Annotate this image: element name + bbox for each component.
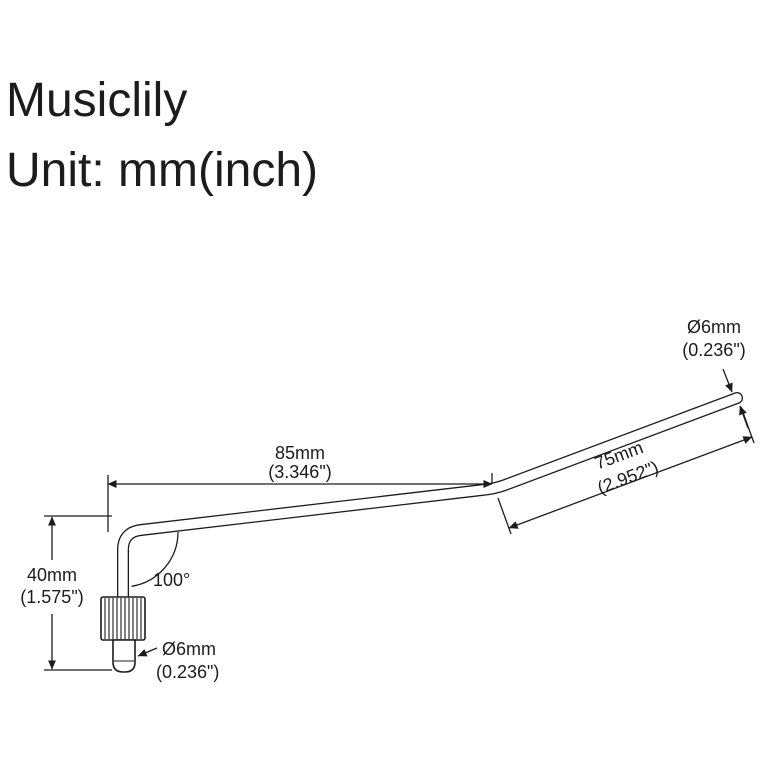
brand-title: Musiclily [6,74,187,127]
angle-arc [131,531,179,587]
extension-line [497,497,512,535]
arm-rod-body [118,393,742,611]
thread-tip [112,639,136,673]
dia-tip-value-inch: (0.236") [682,340,745,360]
dia-thread-value-inch: (0.236") [156,662,219,682]
dim-40-value-mm: 40mm [27,565,77,585]
leader-line [137,647,158,657]
knurled-collar [100,596,146,641]
leader-line [739,405,749,429]
knurl-texture [104,598,142,639]
dim-85-value-inch: (3.346") [268,462,331,482]
leader-line [722,368,733,393]
dim-85-value-mm: 85mm [275,443,325,463]
dim-40-value-inch: (1.575") [20,587,83,607]
angle-annotation: 100° [131,531,190,590]
tremolo-arm-drawing [100,392,743,673]
dia-thread-value-mm: Ø6mm [162,639,216,659]
unit-label: Unit: mm(inch) [6,144,318,197]
dimension-40mm: 40mm (1.575") [20,515,112,671]
dimension-line [508,436,753,529]
dia-tip-value-mm: Ø6mm [687,317,741,337]
dimension-85mm: 85mm (3.346") [107,443,493,532]
diameter-thread-annotation: Ø6mm (0.236") [137,639,219,682]
diameter-tip-annotation: Ø6mm (0.236") [682,317,749,429]
angle-value: 100° [153,570,190,590]
